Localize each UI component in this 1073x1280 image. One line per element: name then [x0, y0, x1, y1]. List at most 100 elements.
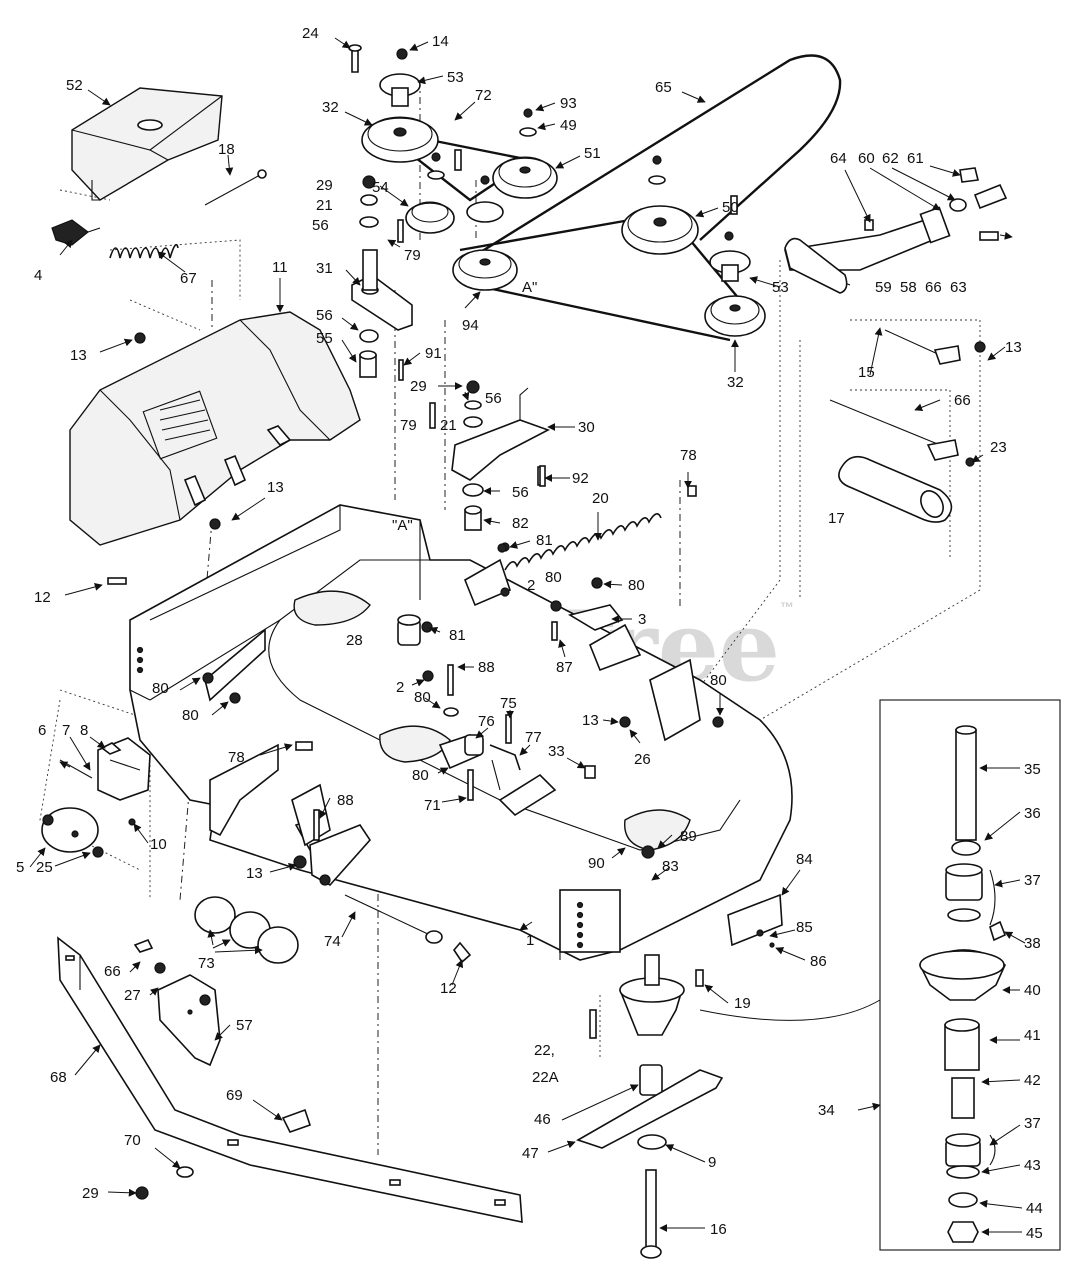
callout-79-mid: 79: [400, 417, 417, 434]
callout-46: 46: [534, 1111, 551, 1128]
callout-51: 51: [584, 145, 601, 162]
callout-23: 23: [990, 439, 1007, 456]
callout-32-lower: 32: [727, 374, 744, 391]
callout-90: 90: [588, 855, 605, 872]
spring-67: [109, 243, 179, 259]
baffle-68: [57, 936, 523, 1224]
callout-35: 35: [1024, 761, 1041, 778]
bracket-84: [727, 893, 783, 948]
callout-80-e: 80: [182, 707, 199, 724]
callout-88-mid: 88: [478, 659, 495, 676]
wheel-assy-5: [41, 737, 151, 858]
callout-77: 77: [525, 729, 542, 746]
callout-69: 69: [226, 1087, 243, 1104]
bracket-assy-71-77: [438, 714, 596, 817]
callout-41: 41: [1024, 1027, 1041, 1044]
callout-49: 49: [560, 117, 577, 134]
rollers-73: [194, 896, 299, 964]
callout-78-top: 78: [680, 447, 697, 464]
callout-9: 9: [708, 1154, 716, 1171]
callout-17: 17: [828, 510, 845, 527]
bracket-front-13: [309, 824, 372, 887]
callout-76: 76: [478, 713, 495, 730]
callout-66-low: 66: [104, 963, 121, 980]
callout-47: 47: [522, 1145, 539, 1162]
spring-20: [504, 513, 662, 571]
callout-6: 6: [38, 722, 46, 739]
callout-29-top: 29: [316, 177, 333, 194]
callout-54: 54: [372, 179, 389, 196]
pulley-32-lower: [704, 295, 766, 337]
knob-4: [51, 219, 101, 246]
callout-70: 70: [124, 1132, 141, 1149]
callout-31: 31: [316, 260, 333, 277]
grass-deflector-11: [69, 311, 361, 546]
callout-78-left: 78: [228, 749, 245, 766]
callout-82: 82: [512, 515, 529, 532]
callout-43: 43: [1024, 1157, 1041, 1174]
callout-53-upper: 53: [447, 69, 464, 86]
callout-52: 52: [66, 77, 83, 94]
callout-56-mid: 56: [316, 307, 333, 324]
callout-refA-deck: "A": [392, 517, 413, 534]
callout-85: 85: [796, 919, 813, 936]
callout-34: 34: [818, 1102, 835, 1119]
callout-55: 55: [316, 330, 333, 347]
spindle-assy-center: [576, 954, 881, 1259]
rod-18: [204, 169, 267, 206]
callout-59: 59: [875, 279, 892, 296]
callout-80-d: 80: [414, 689, 431, 706]
watermark-trademark: ™: [780, 599, 794, 615]
callout-40: 40: [1024, 982, 1041, 999]
callout-8: 8: [80, 722, 88, 739]
bracket-57: [133, 938, 221, 1067]
rod-58: [884, 329, 961, 365]
callout-67: 67: [180, 270, 197, 287]
callouts: 24 14 53 52 72 65 32 93 49 51 18 64 60 6…: [16, 25, 1043, 1242]
callout-28: 28: [346, 632, 363, 649]
callout-80-f: 80: [412, 767, 429, 784]
callout-61: 61: [907, 150, 924, 167]
rod-15: [829, 399, 959, 461]
callout-15: 15: [858, 364, 875, 381]
pulley-54: [405, 201, 455, 234]
callout-56-top: 56: [312, 217, 329, 234]
callout-37-lower: 37: [1024, 1115, 1041, 1132]
callout-13-e: 13: [246, 865, 263, 882]
callout-36: 36: [1024, 805, 1041, 822]
callout-92: 92: [572, 470, 589, 487]
callout-33: 33: [548, 743, 565, 760]
callout-13-d: 13: [582, 712, 599, 729]
callout-21-mid: 21: [440, 417, 457, 434]
callout-65: 65: [655, 79, 672, 96]
callout-80-a: 80: [152, 680, 169, 697]
callout-38: 38: [1024, 935, 1041, 952]
callout-87: 87: [556, 659, 573, 676]
callout-37-upper: 37: [1024, 872, 1041, 889]
callout-66-top: 66: [925, 279, 942, 296]
callout-45: 45: [1026, 1225, 1043, 1242]
leader-lines: [29, 37, 1026, 1236]
callout-30: 30: [578, 419, 595, 436]
callout-19: 19: [734, 995, 751, 1012]
callout-refA-upper: A": [522, 279, 537, 296]
callout-20: 20: [592, 490, 609, 507]
callout-74: 74: [324, 933, 341, 950]
callout-64: 64: [830, 150, 847, 167]
callout-11: 11: [272, 259, 288, 276]
pulley-94: [452, 249, 518, 291]
callout-2-mid: 2: [396, 679, 404, 696]
belt-65: [454, 54, 842, 270]
belt-cover-52: [71, 87, 223, 201]
pulley-50: [621, 205, 699, 255]
hub-53-upper: [379, 73, 421, 107]
callout-2-top: 2: [527, 577, 535, 594]
callout-71: 71: [424, 797, 441, 814]
roller-17: [838, 455, 953, 523]
pulley-32-upper: [361, 116, 439, 163]
callout-58: 58: [900, 279, 917, 296]
callout-27: 27: [124, 987, 141, 1004]
callout-44: 44: [1026, 1200, 1043, 1217]
callout-62: 62: [882, 150, 899, 167]
